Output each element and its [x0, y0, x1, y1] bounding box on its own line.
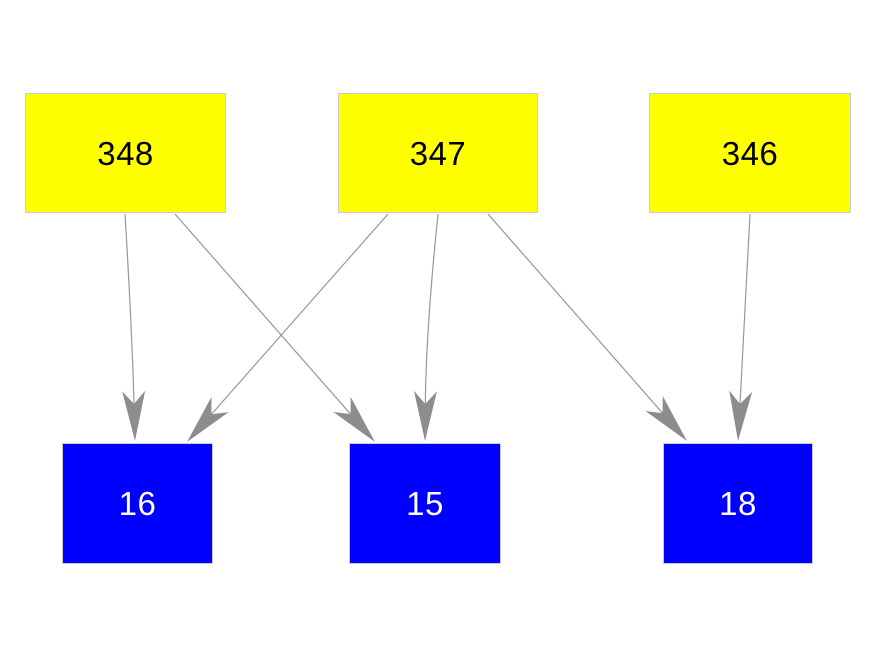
node-347: 347	[338, 93, 538, 213]
node-346: 346	[649, 93, 851, 213]
node-16: 16	[62, 443, 213, 564]
edge-347-to-15	[424, 213, 439, 406]
arrowhead-346-to-18	[729, 390, 753, 441]
arrowhead-347-to-18	[645, 395, 687, 441]
node-16-label: 16	[118, 485, 157, 522]
edge-347-to-16	[210, 213, 389, 416]
arrowhead-347-to-16	[187, 396, 229, 442]
edge-348-to-16	[124, 213, 135, 406]
node-348-label: 348	[97, 134, 154, 172]
node-18-label: 18	[719, 485, 757, 522]
edge-347-to-18	[487, 213, 664, 415]
arrowhead-347-to-15	[413, 390, 437, 441]
node-15: 15	[349, 443, 501, 564]
arrowhead-348-to-15	[333, 396, 375, 442]
node-346-label: 346	[721, 134, 779, 172]
node-18: 18	[663, 443, 813, 564]
edge-346-to-18	[739, 213, 751, 406]
arrowhead-348-to-16	[122, 390, 146, 441]
node-348: 348	[25, 93, 226, 213]
edge-348-to-15	[174, 213, 352, 416]
node-15-label: 15	[406, 485, 444, 522]
node-347-label: 347	[409, 134, 467, 172]
